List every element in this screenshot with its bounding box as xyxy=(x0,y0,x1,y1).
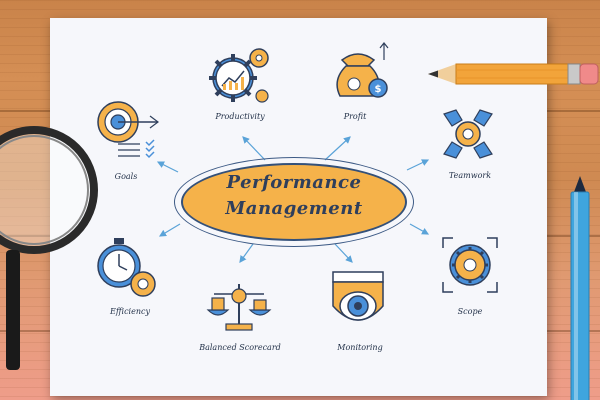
label-efficiency: Efficiency xyxy=(110,307,150,316)
stopwatch-gear-icon xyxy=(97,238,156,297)
pencil-icon xyxy=(428,63,599,85)
title-line-1: Performance xyxy=(226,172,362,193)
title-line-2: Management xyxy=(225,198,363,219)
svg-text:$: $ xyxy=(375,84,382,95)
balance-scale-icon xyxy=(206,284,272,331)
target-gear-icon xyxy=(442,237,498,293)
arrow-teamwork xyxy=(406,159,430,171)
magnifying-glass-icon xyxy=(0,126,98,370)
label-monitoring: Monitoring xyxy=(337,343,383,352)
label-profit: Profit xyxy=(343,112,367,121)
productivity-gear-chart-icon xyxy=(209,48,269,103)
center-ellipse xyxy=(181,163,407,241)
arrow-efficiency xyxy=(158,223,181,237)
arrow-productivity xyxy=(242,136,266,161)
money-bag-icon: $ xyxy=(336,42,389,98)
arrow-goals xyxy=(156,161,179,173)
target-arrow-icon xyxy=(97,101,159,159)
label-teamwork: Teamwork xyxy=(448,171,492,180)
label-goals: Goals xyxy=(114,172,138,181)
arrow-scope xyxy=(409,223,430,235)
arrow-profit xyxy=(324,136,351,161)
eye-camera-icon xyxy=(332,271,384,321)
teamwork-hands-gear-icon xyxy=(443,109,493,159)
arrow-balanced-scorecard xyxy=(239,243,254,263)
center-ellipse-outline xyxy=(174,157,414,247)
arrow-monitoring xyxy=(334,243,353,263)
pen-icon xyxy=(570,176,590,400)
label-scope: Scope xyxy=(457,307,483,316)
label-productivity: Productivity xyxy=(215,112,265,121)
label-balanced-scorecard: Balanced Scorecard xyxy=(199,343,281,352)
